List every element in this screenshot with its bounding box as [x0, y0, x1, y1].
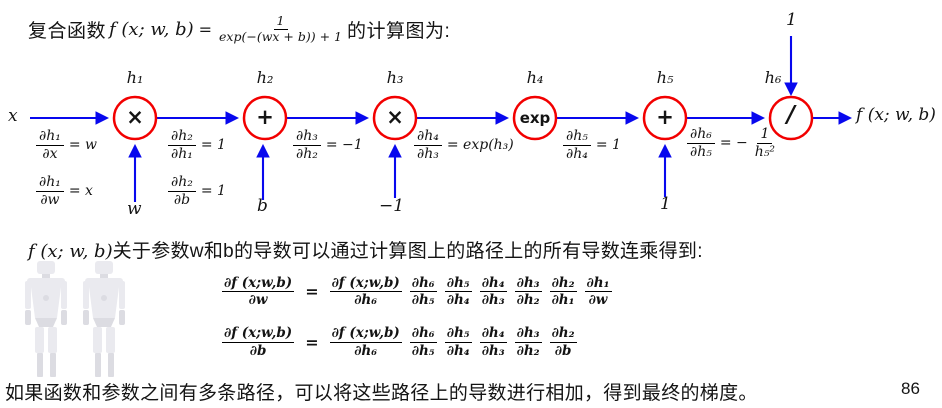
equals-sign: =	[305, 332, 319, 352]
equation-df-dw: ∂f (x;w,b)∂w = ∂f (x;w,b)∂h₆ ∂h₆∂h₅ ∂h₅∂…	[222, 275, 612, 309]
deriv-dh5-dh4: ∂h₅∂h₄ = 1	[563, 128, 621, 162]
title-formula: f (x; w, b)	[109, 18, 194, 40]
graph-top-input-one: 1	[786, 10, 797, 30]
node-op-add-2: +	[656, 105, 674, 129]
deriv-rhs: = 1	[200, 183, 226, 200]
graph-input-minus1: −1	[379, 196, 405, 216]
graph-input-b: b	[257, 196, 268, 216]
deriv-rhs: = w	[68, 137, 98, 154]
deriv-rhs: = 1	[595, 137, 621, 154]
node-op-divide: /	[786, 102, 796, 128]
chain-rule-sentence: f (x; w, b)关于参数w和b的导数可以通过计算图上的路径上的所有导数连乘…	[28, 236, 703, 263]
title-equals: =	[198, 19, 213, 39]
node-label-h5: h₅	[656, 68, 674, 87]
graph-input-x: x	[8, 106, 18, 126]
eq2-lhs: ∂f (x;w,b)∂b	[222, 325, 295, 359]
eq1-lhs: ∂f (x;w,b)∂w	[222, 275, 295, 309]
node-label-h2: h₂	[256, 68, 274, 87]
deriv-dh1-dx: ∂h₁∂x = w	[36, 128, 97, 162]
deriv-rhs-prefix: = −	[719, 135, 748, 152]
node-label-h3: h₃	[386, 68, 404, 87]
title-fraction-denominator: exp(−(wx + b)) + 1	[219, 28, 343, 44]
deriv-rhs: = exp(h₃)	[446, 137, 514, 154]
deriv-rhs: = −1	[325, 137, 363, 154]
equation-df-db: ∂f (x;w,b)∂b = ∂f (x;w,b)∂h₆ ∂h₆∂h₅ ∂h₅∂…	[222, 325, 577, 359]
graph-input-one: 1	[660, 194, 671, 214]
title-fraction-numerator: 1	[273, 13, 288, 30]
bottom-note: 如果函数和参数之间有多条路径，可以将这些路径上的导数进行相加，得到最终的梯度。	[5, 383, 758, 404]
deriv-dh2-dh1: ∂h₂∂h₁ = 1	[168, 128, 226, 162]
equals-sign: =	[305, 282, 319, 302]
deriv-dh2-db: ∂h₂∂b = 1	[168, 174, 226, 208]
page-number: 86	[901, 379, 920, 398]
deriv-rhs: = 1	[200, 137, 226, 154]
node-op-multiply-2: ×	[386, 105, 404, 129]
node-label-h6: h₆	[764, 68, 782, 87]
sentence-formula: f (x; w, b)	[28, 241, 113, 262]
deriv-dh3-dh2: ∂h₃∂h₂ = −1	[293, 128, 363, 162]
node-label-h1: h₁	[126, 68, 144, 87]
node-label-h4: h₄	[526, 68, 544, 87]
robot-watermark	[25, 261, 125, 377]
node-op-add-1: +	[256, 105, 274, 129]
deriv-rhs: = x	[68, 183, 93, 200]
chain-rule-equations: ∂f (x;w,b)∂w = ∂f (x;w,b)∂h₆ ∂h₆∂h₅ ∂h₅∂…	[222, 275, 612, 359]
title-prefix: 复合函数	[28, 20, 107, 42]
graph-output-f: f (x; w, b)	[856, 105, 936, 125]
deriv-dh1-dw: ∂h₁∂w = x	[36, 174, 93, 208]
node-op-exp: exp	[519, 109, 551, 127]
node-op-multiply-1: ×	[126, 105, 144, 129]
graph-input-w: w	[127, 199, 142, 219]
sentence-text: 关于参数w和b的导数可以通过计算图上的路径上的所有导数连乘得到:	[112, 241, 703, 262]
title-suffix: 的计算图为:	[347, 20, 451, 42]
deriv-dh4-dh3: ∂h₄∂h₃ = exp(h₃)	[414, 128, 514, 162]
